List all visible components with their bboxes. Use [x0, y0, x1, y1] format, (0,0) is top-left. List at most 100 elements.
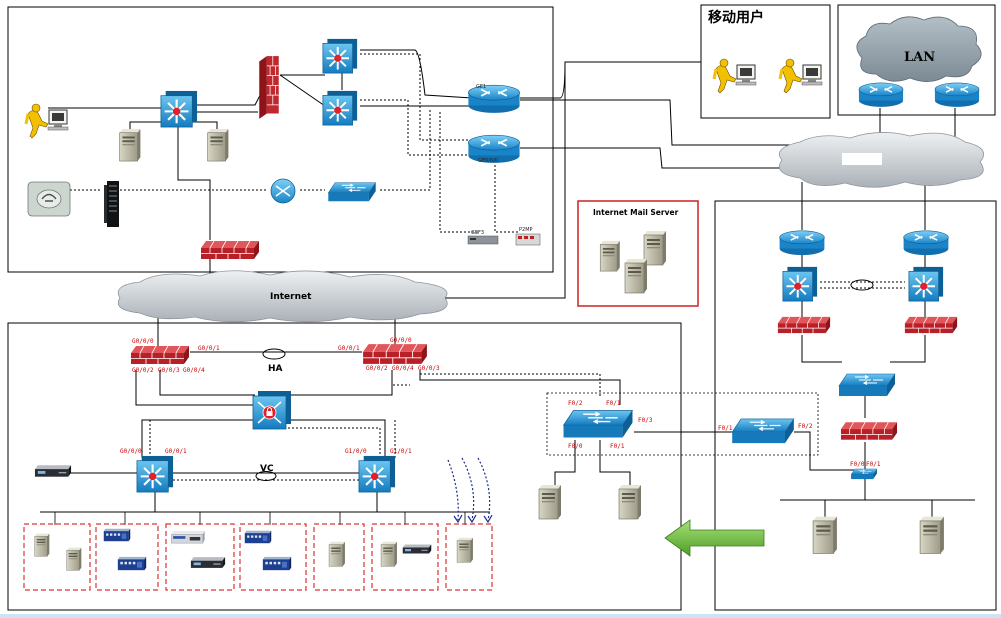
svg-text:G0/0/0: G0/0/0	[120, 448, 142, 455]
server-icon	[812, 516, 838, 554]
svg-text:F0/2: F0/2	[568, 400, 583, 407]
mail-server-frame	[577, 200, 699, 307]
server-icon	[456, 537, 474, 563]
firewall-icon	[904, 316, 958, 334]
server-icon	[538, 484, 562, 520]
svg-text:G0/0/0: G0/0/0	[390, 337, 412, 344]
utm-icon	[170, 530, 206, 544]
svg-text:F0/1: F0/1	[606, 400, 621, 407]
server-icon	[207, 128, 229, 162]
firewall-icon	[840, 421, 898, 441]
bluebox-icon	[262, 556, 292, 571]
appliance-icon	[34, 465, 72, 477]
svg-text:P2MP: P2MP	[519, 227, 533, 233]
bottom-bar	[0, 614, 1001, 618]
lock-icon	[252, 391, 291, 430]
phone-icon	[27, 181, 71, 217]
cloud-icon: LAN	[856, 16, 982, 82]
rack-server-icon	[104, 181, 119, 227]
vc-label: VC	[260, 464, 274, 474]
switch-icon	[908, 266, 944, 302]
firewall-icon	[130, 345, 190, 365]
wireless-arcs	[447, 457, 493, 524]
svg-text:F0/0: F0/0	[568, 443, 583, 450]
gef3-device: GEF3	[467, 230, 499, 245]
svg-text:G1/0/0: G1/0/0	[345, 448, 367, 455]
p2mp-device: P2MP	[515, 227, 541, 246]
firewall-icon	[362, 343, 428, 365]
svg-text:G0/0/4: G0/0/4	[392, 365, 414, 372]
svg-text:G0/0/3: G0/0/3	[418, 365, 440, 372]
lan-label: LAN	[904, 50, 935, 65]
switch-icon	[850, 468, 878, 480]
lan-frame	[837, 4, 996, 116]
server-icon	[380, 541, 398, 567]
bluebox-icon	[244, 530, 272, 544]
firewall-icon	[258, 55, 280, 120]
server-icon	[618, 484, 642, 520]
switch-icon	[160, 90, 198, 128]
switch-icon	[322, 90, 358, 126]
appliance-icon	[402, 544, 432, 554]
svg-text:F0/1: F0/1	[866, 461, 881, 468]
user-icon	[712, 57, 758, 95]
svg-text:G0/0/1: G0/0/1	[338, 345, 360, 352]
svg-text:F0/0: F0/0	[850, 461, 865, 468]
router-icon	[934, 82, 980, 108]
svg-text:G0/0/2: G0/0/2	[132, 367, 154, 374]
firewall-icon	[200, 240, 260, 260]
server-icon	[919, 516, 945, 554]
switch-icon	[136, 455, 174, 493]
switch-icon	[782, 266, 818, 302]
router-icon	[778, 230, 826, 256]
svg-text:G0/0/4: G0/0/4	[183, 367, 205, 374]
server-icon	[599, 240, 621, 272]
svg-text:G0/0/0: G0/0/0	[132, 338, 154, 345]
server-icon	[34, 533, 50, 557]
server-icon	[119, 128, 141, 162]
user-icon	[24, 102, 70, 140]
svg-text:G0/0/1: G0/0/1	[165, 448, 187, 455]
server-icon	[66, 547, 82, 571]
svg-text:F0/2: F0/2	[798, 423, 813, 430]
svg-text:F0/3: F0/3	[638, 417, 653, 424]
user-icon	[778, 57, 824, 95]
svg-text:F0/1: F0/1	[610, 443, 625, 450]
ha-label: HA	[268, 364, 283, 374]
svg-text:GE1: GE1	[476, 84, 486, 90]
right-frame	[714, 200, 997, 611]
svg-text:F0/1: F0/1	[718, 425, 733, 432]
server-icon	[643, 230, 667, 266]
mail-server-label: Internet Mail Server	[593, 208, 679, 217]
svg-text:G0/0/2: G0/0/2	[366, 365, 388, 372]
device-groups	[23, 523, 493, 591]
switch-icon	[322, 38, 358, 74]
mobile-users-label: 移动用户	[708, 9, 764, 26]
router-icon	[902, 230, 950, 256]
svg-text:G1/0/1: G1/0/1	[390, 448, 412, 455]
cloud-icon: Internet	[117, 270, 448, 323]
bottom-left-frame	[7, 322, 682, 611]
server-icon	[624, 258, 648, 294]
router-icon	[270, 178, 296, 204]
bluebox-icon	[117, 556, 147, 571]
firewall-icon	[777, 316, 831, 334]
appliance-icon	[190, 557, 226, 568]
top-left-frame	[7, 6, 554, 273]
switch-icon	[562, 409, 634, 439]
internet-label: Internet	[270, 292, 312, 302]
switch-icon	[731, 418, 795, 444]
switch-icon	[327, 182, 377, 202]
mid-switch-group-frame	[546, 392, 819, 456]
cloud-icon	[778, 132, 984, 188]
switch-icon	[838, 373, 896, 397]
router-icon	[858, 82, 904, 108]
bluebox-icon	[103, 528, 131, 542]
svg-text:GEF3: GEF3	[471, 230, 484, 236]
svg-text:G0/0/1: G0/0/1	[198, 345, 220, 352]
svg-text:G0/0/3: G0/0/3	[158, 367, 180, 374]
arrow-icon	[664, 519, 765, 557]
svg-text:GE0/0/0: GE0/0/0	[478, 158, 498, 164]
server-icon	[328, 541, 346, 567]
